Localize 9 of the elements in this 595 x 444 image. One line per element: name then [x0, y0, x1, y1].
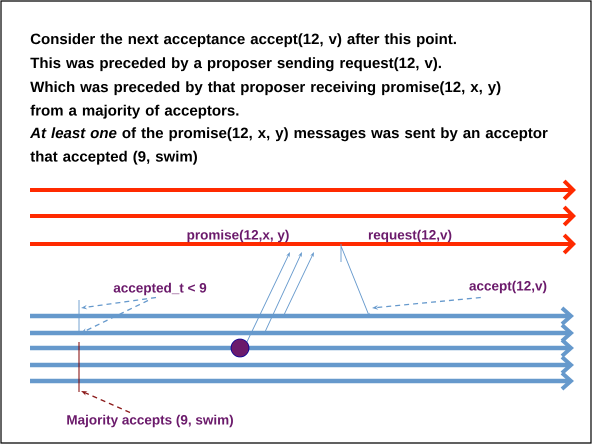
paragraph: This was preceded by a proposer sending request(12, v).: [30, 57, 441, 72]
message-label: promise(12,x, y): [188, 230, 289, 242]
message-label: request(12,v): [368, 230, 452, 242]
annotation: Majority accepts (9, swim): [67, 414, 233, 428]
annotation: accept(12,v): [469, 280, 546, 294]
paragraph: Consider the next acceptance accept(12, v) after this point.: [30, 33, 456, 48]
paragraph: At least one of the promise(12, x, y) messages was sent by an acceptor that accepted (9, swim): [30, 127, 548, 165]
paragraph: Which was preceded by that proposer receiving promise(12, x, y) from a majority of acceptors.: [30, 81, 500, 119]
annotation: accepted_t < 9: [114, 282, 206, 296]
